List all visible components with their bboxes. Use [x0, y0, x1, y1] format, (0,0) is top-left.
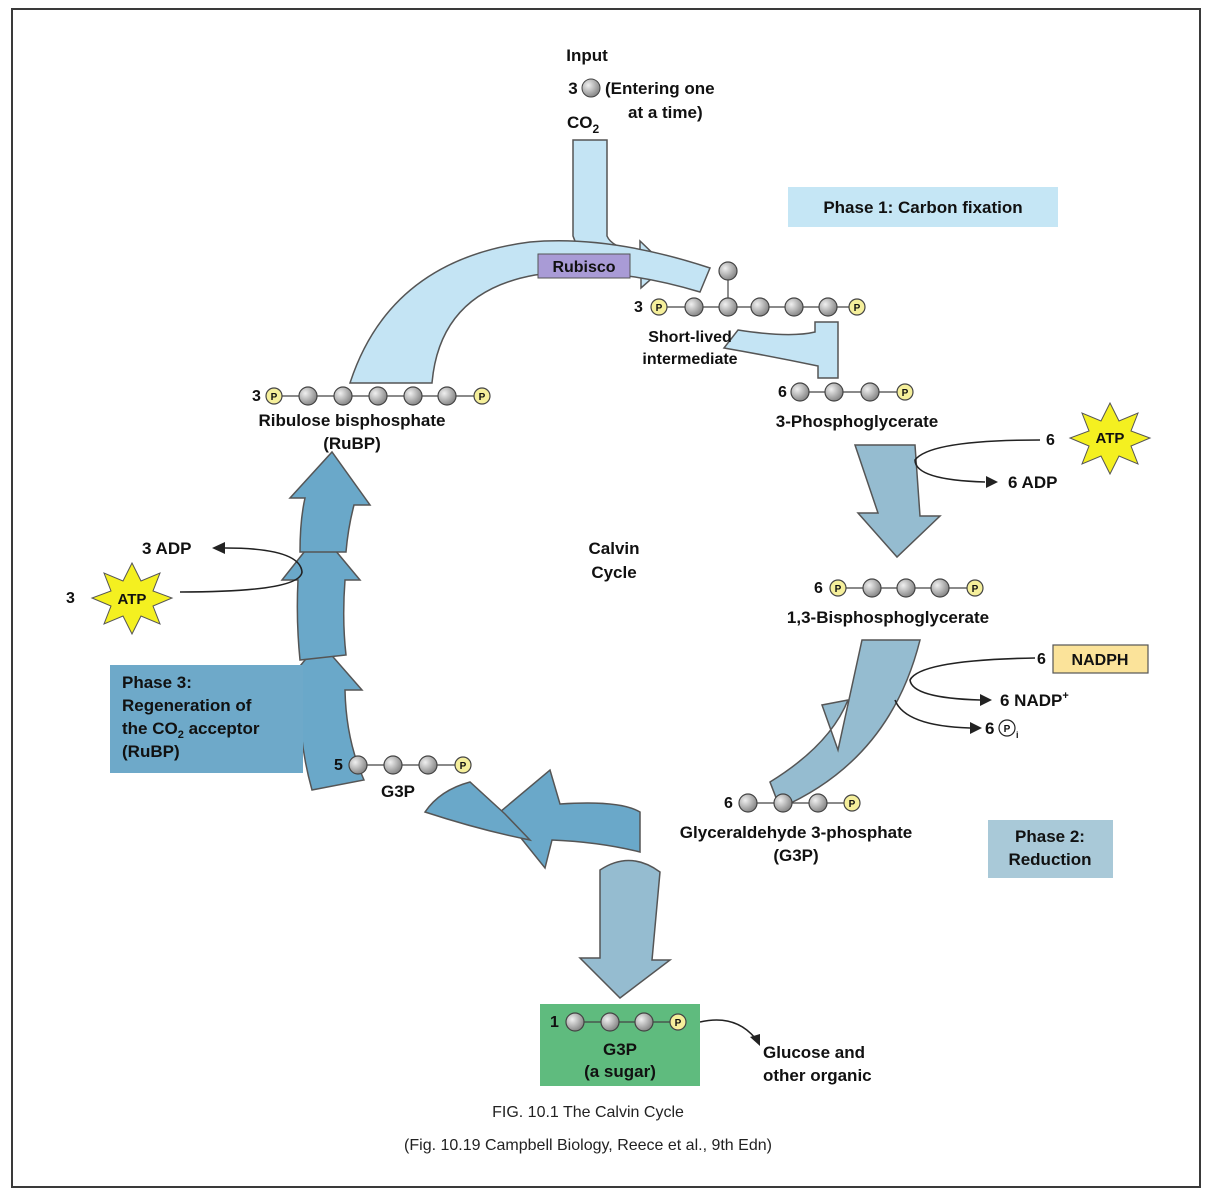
atp-phase1-count: 6: [1046, 432, 1055, 449]
bpg-count: 6: [814, 580, 823, 597]
output-destination-line2: other organic: [763, 1066, 872, 1085]
p-symbol: P: [1004, 724, 1011, 735]
input-title: Input: [566, 46, 608, 65]
output-destination-arrowhead: [750, 1034, 760, 1046]
nadp-label: 6 NADP+: [1000, 690, 1069, 710]
p-symbol: P: [479, 392, 486, 403]
phase1-arc-arrow: [348, 240, 712, 384]
phase1-label: Phase 1: Carbon fixation: [823, 198, 1022, 217]
phase1-box: [788, 187, 1058, 227]
g3p-regen-label: G3P: [381, 782, 415, 801]
phase2-arrow-pga-to-bpg: [853, 444, 942, 559]
intermediate-label-line1: Short-lived: [648, 329, 732, 346]
input-note-line2: at a time): [628, 103, 703, 122]
nadp-out-arrowhead: [980, 694, 992, 706]
intermediate-label-line2: intermediate: [642, 351, 737, 368]
phase3-label-line4: (RuBP): [122, 742, 180, 761]
phase3-left-arrow-2: [280, 530, 362, 661]
center-label-line1: Calvin: [588, 539, 639, 558]
phase1-atp-adp-curve: [914, 439, 1041, 483]
phase3-bottom-arrow: [498, 768, 641, 870]
nadph-count: 6: [1037, 651, 1046, 668]
adp-phase3-label: 3 ADP: [142, 539, 191, 558]
output-destination-curve: [699, 1019, 756, 1039]
p-symbol: P: [675, 1018, 682, 1029]
p-symbol: P: [849, 799, 856, 810]
output-chain: [565, 1012, 687, 1032]
pi-out-arrowhead: [970, 722, 982, 734]
g3p-regen-count: 5: [334, 757, 343, 774]
g3p-chain: [738, 793, 861, 813]
caption-line2: (Fig. 10.19 Campbell Biology, Reece et a…: [404, 1137, 772, 1154]
atp-star-phase1: [1068, 401, 1152, 476]
output-count: 1: [550, 1014, 559, 1031]
atp-phase1-label: ATP: [1096, 430, 1125, 447]
p-symbol: P: [902, 388, 909, 399]
phase3-label-line3: the CO2 acceptor: [122, 719, 260, 741]
pga-chain: [790, 382, 914, 402]
adp-phase1-label: 6 ADP: [1008, 473, 1057, 492]
atp-phase3-count: 3: [66, 590, 75, 607]
p-symbol: P: [460, 761, 467, 772]
caption-line1: FIG. 10.1 The Calvin Cycle: [492, 1104, 684, 1121]
input-note-line1: (Entering one: [605, 79, 715, 98]
phase3-bottom-arrow-tail: [423, 781, 533, 842]
pi-count: 6: [985, 719, 994, 738]
rubisco-label: Rubisco: [552, 259, 615, 276]
intermediate-chain: [650, 261, 866, 317]
p-symbol: P: [835, 584, 842, 595]
phase2-label-line1: Phase 2:: [1015, 827, 1085, 846]
co2-carbon: [581, 78, 601, 98]
nadph-label: NADPH: [1072, 652, 1129, 669]
phase3-box: [110, 665, 303, 773]
g3p-label-line2: (G3P): [773, 846, 818, 865]
adp-out-arrowhead-1: [986, 476, 998, 488]
p-symbol: P: [271, 392, 278, 403]
p-symbol: P: [972, 584, 979, 595]
phase3-label-line2: Regeneration of: [122, 696, 252, 715]
g3p-count: 6: [724, 795, 733, 812]
atp-star-phase3: [90, 561, 174, 636]
input-molecule: CO2: [567, 113, 600, 136]
phase2-arrow-bpg-to-g3p: [769, 639, 921, 810]
phase2-label-line2: Reduction: [1008, 850, 1091, 869]
atp-phase3-label: ATP: [118, 591, 147, 608]
nadph-box: [1052, 644, 1149, 674]
g3p-label-line1: Glyceraldehyde 3-phosphate: [680, 823, 912, 842]
rubisco-box: [537, 253, 631, 279]
rubp-chain: [265, 386, 491, 406]
pga-label: 3-Phosphoglycerate: [776, 412, 939, 431]
p-symbol: P: [854, 303, 861, 314]
phase3-left-arrow-3: [288, 450, 372, 553]
phase3-atp-adp-curve: [179, 547, 303, 593]
rubp-label-line1: Ribulose bisphosphate: [258, 411, 445, 430]
input-count: 3: [568, 79, 577, 98]
rubp-count: 3: [252, 388, 261, 405]
phase2-box: [988, 820, 1113, 878]
pi-subscript: i: [1016, 730, 1019, 740]
center-label-line2: Cycle: [591, 563, 636, 582]
pga-count: 6: [778, 384, 787, 401]
intermediate-count: 3: [634, 299, 643, 316]
output-label-line1: G3P: [603, 1040, 637, 1059]
p-symbol: P: [656, 303, 663, 314]
pi-symbol: [998, 719, 1016, 737]
bpg-label: 1,3-Bisphosphoglycerate: [787, 608, 989, 627]
rubp-label-line2: (RuBP): [323, 434, 381, 453]
phase3-label-line1: Phase 3:: [122, 673, 192, 692]
intermediate-to-pga-arrow: [722, 321, 839, 379]
g3p-regen-chain: [348, 755, 472, 775]
nadph-curve: [894, 657, 1036, 729]
bpg-chain: [829, 578, 984, 598]
output-destination-line1: Glucose and: [763, 1043, 865, 1062]
output-down-arrow: [578, 859, 673, 999]
output-label-line2: (a sugar): [584, 1062, 656, 1081]
adp-out-arrowhead-3: [212, 542, 225, 554]
